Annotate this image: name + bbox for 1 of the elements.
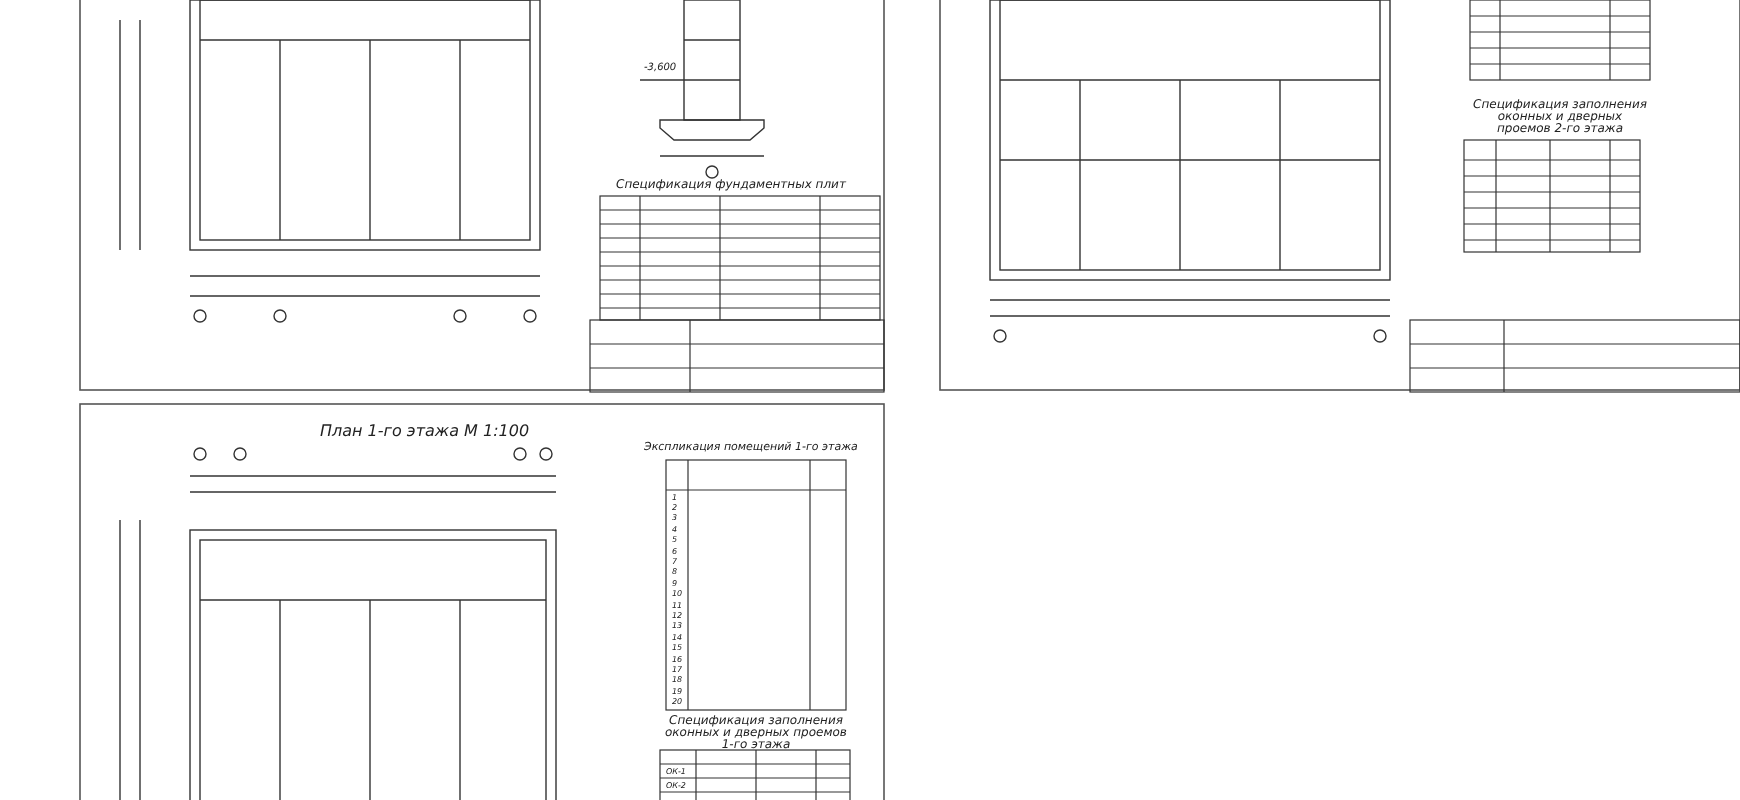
drawing-title: План 1-го этажа М 1:100 <box>320 424 530 440</box>
